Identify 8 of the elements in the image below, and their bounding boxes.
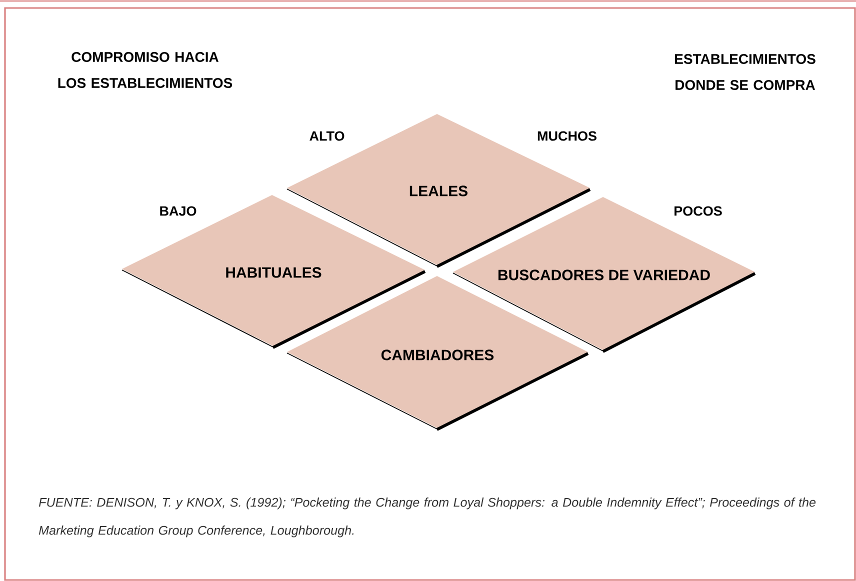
node-label: LEALES [410, 186, 468, 196]
axis-label: ESTABLECIMIENTOS DONDE SE COMPRA [675, 54, 816, 90]
node-label: HABITUALES [226, 267, 322, 278]
axis-label: COMPROMISO HACIA LOS ESTABLECIMIENTOS [58, 52, 232, 88]
source-note: FUENTE: DENISON, T. y KNOX, S. (1992); “Pocketing the Change from Loyal Shoppers: a Double Indemnity Effect”; Proceedings of the Marketing Education Group Conference, Loughborough. [38, 498, 816, 538]
axis-label: POCOS [674, 206, 722, 216]
axis-label: BAJO [160, 206, 196, 216]
axis-label: ALTO [310, 131, 344, 141]
